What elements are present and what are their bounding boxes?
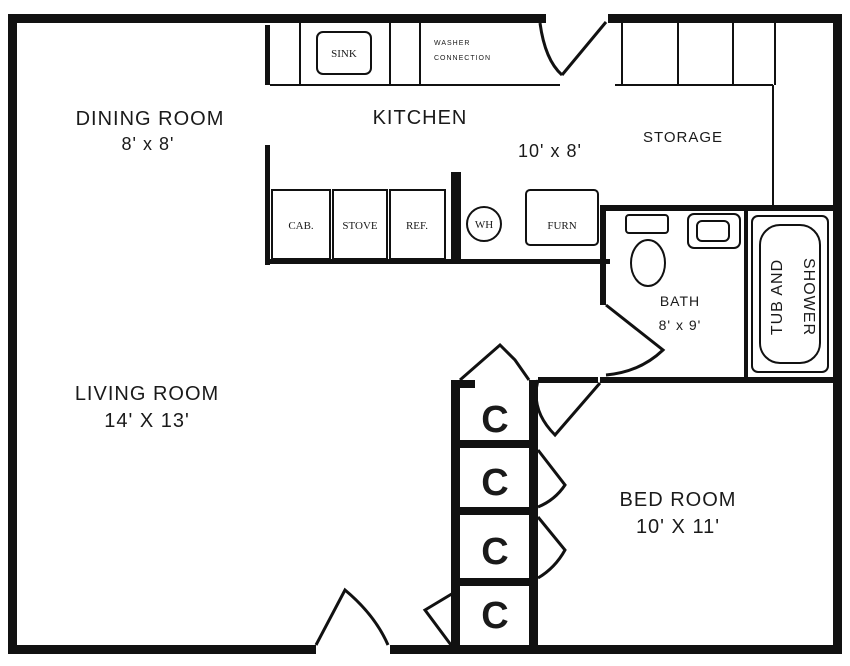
closet-divider-2 [451,507,538,515]
entry-door-top [538,21,608,77]
closet-label-2: C [481,462,508,504]
entry-door-bottom [314,587,390,646]
bath-left-wall [600,205,606,305]
bath-name: BATH [660,293,700,309]
interior-walls [265,25,833,654]
tub-inner [759,224,821,364]
room-labels: DINING ROOM 8' x 8' KITCHEN 10' x 8' STO… [75,107,737,538]
wh-divider-wall [451,172,461,264]
stove-box [332,189,388,260]
living-room-name: LIVING ROOM [75,383,219,405]
closet-door-4 [422,590,456,646]
closet-divider-1 [451,440,538,448]
wall-bottom-left [8,645,316,654]
refrigerator-label: REF. [406,220,428,232]
furnace-label: FURN [547,220,576,232]
bedroom-name: BED ROOM [620,489,737,511]
fixtures: SINK WASHER CONNECTION CAB. STOVE REF. W… [271,23,829,373]
furnace-box [525,189,599,246]
closet-door-top [459,342,531,382]
bath-top-wall [600,205,833,211]
washer-label-2: CONNECTION [434,55,491,62]
bath-size: 8' x 9' [659,317,702,333]
toilet-bowl [630,239,666,287]
closet-outer-left [451,380,460,654]
tub-outer [751,215,829,373]
closet-door-3 [536,516,567,580]
kitchen-counter-base [265,259,610,264]
sink-label: SINK [331,48,357,60]
living-room-size: 14' X 13' [104,410,190,432]
cabinet-box [271,189,331,260]
wall-top-left [8,14,546,23]
closet-top-wall [451,380,475,388]
wall-right [833,14,842,654]
bedroom-door [534,379,602,438]
closet-outer-right [529,380,538,654]
kitchen-partition-top [265,25,270,85]
tub-divider-wall [744,211,748,377]
tub-label-1: TUB AND [769,259,786,335]
water-heater-circle [466,206,502,242]
doors [314,21,666,646]
wall-bottom-right [390,645,842,654]
outer-walls [8,14,842,654]
dining-room-name: DINING ROOM [76,108,225,130]
bath-bottom-wall [600,377,833,383]
storage-name: STORAGE [643,129,723,146]
closet-divider-3 [451,578,538,586]
bedroom-top-wall [538,377,598,383]
closet-labels: C C C C [481,399,508,637]
sink-box [316,31,372,75]
bedroom-size: 10' X 11' [636,516,720,538]
refrigerator-box [389,189,446,260]
closet-label-1: C [481,399,508,441]
bath-door [605,303,666,377]
closet-label-3: C [481,531,508,573]
wall-top-right [608,14,842,23]
vanity-basin [696,220,730,242]
kitchen-name: KITCHEN [373,107,468,129]
cabinet-label: CAB. [288,220,314,232]
kitchen-partition-lower [265,145,270,265]
vanity-box [687,213,741,249]
upper-shelving [621,23,776,85]
closet-label-4: C [481,595,508,637]
toilet-tank [625,214,669,234]
wall-left [8,14,17,654]
dining-room-size: 8' x 8' [122,134,175,154]
stove-label: STOVE [342,220,378,232]
washer-label-1: WASHER [434,40,470,47]
water-heater-label: WH [475,219,493,231]
closet-door-2 [536,449,567,509]
tub-label-2: SHOWER [800,258,817,336]
kitchen-size: 10' x 8' [518,141,582,161]
